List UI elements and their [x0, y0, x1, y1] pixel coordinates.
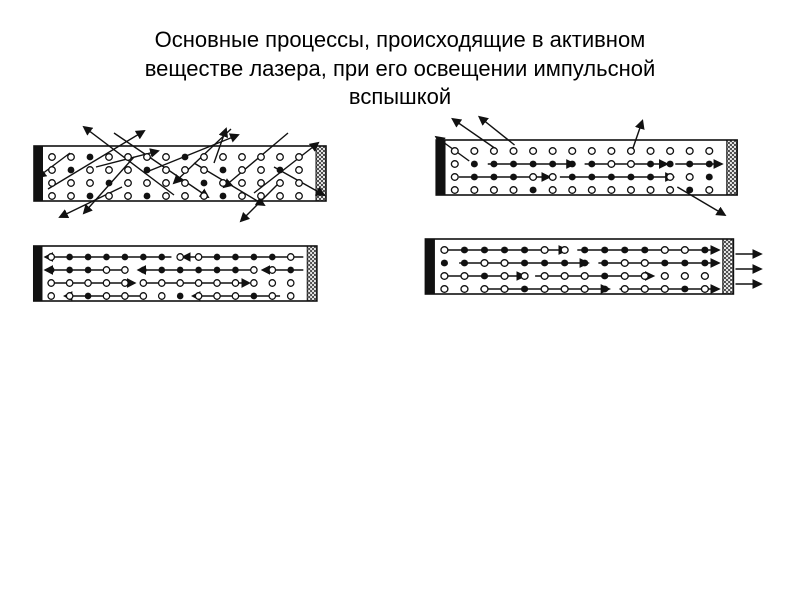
slide-title: Основные процессы, происходящие в активн…	[70, 0, 730, 112]
laser-rod-diagram-stage1	[26, 121, 356, 233]
laser-rod-diagram-stage2	[428, 115, 768, 227]
slide-title-line-1: Основные процессы, происходящие в активн…	[154, 27, 646, 52]
slide-title-line-2: веществе лазера, при его освещении импул…	[144, 55, 656, 81]
laser-rod-diagram-stage4	[417, 214, 765, 326]
slide-title-line-3: вспышкой	[348, 84, 452, 110]
laser-rod-diagram-stage3	[26, 221, 346, 333]
